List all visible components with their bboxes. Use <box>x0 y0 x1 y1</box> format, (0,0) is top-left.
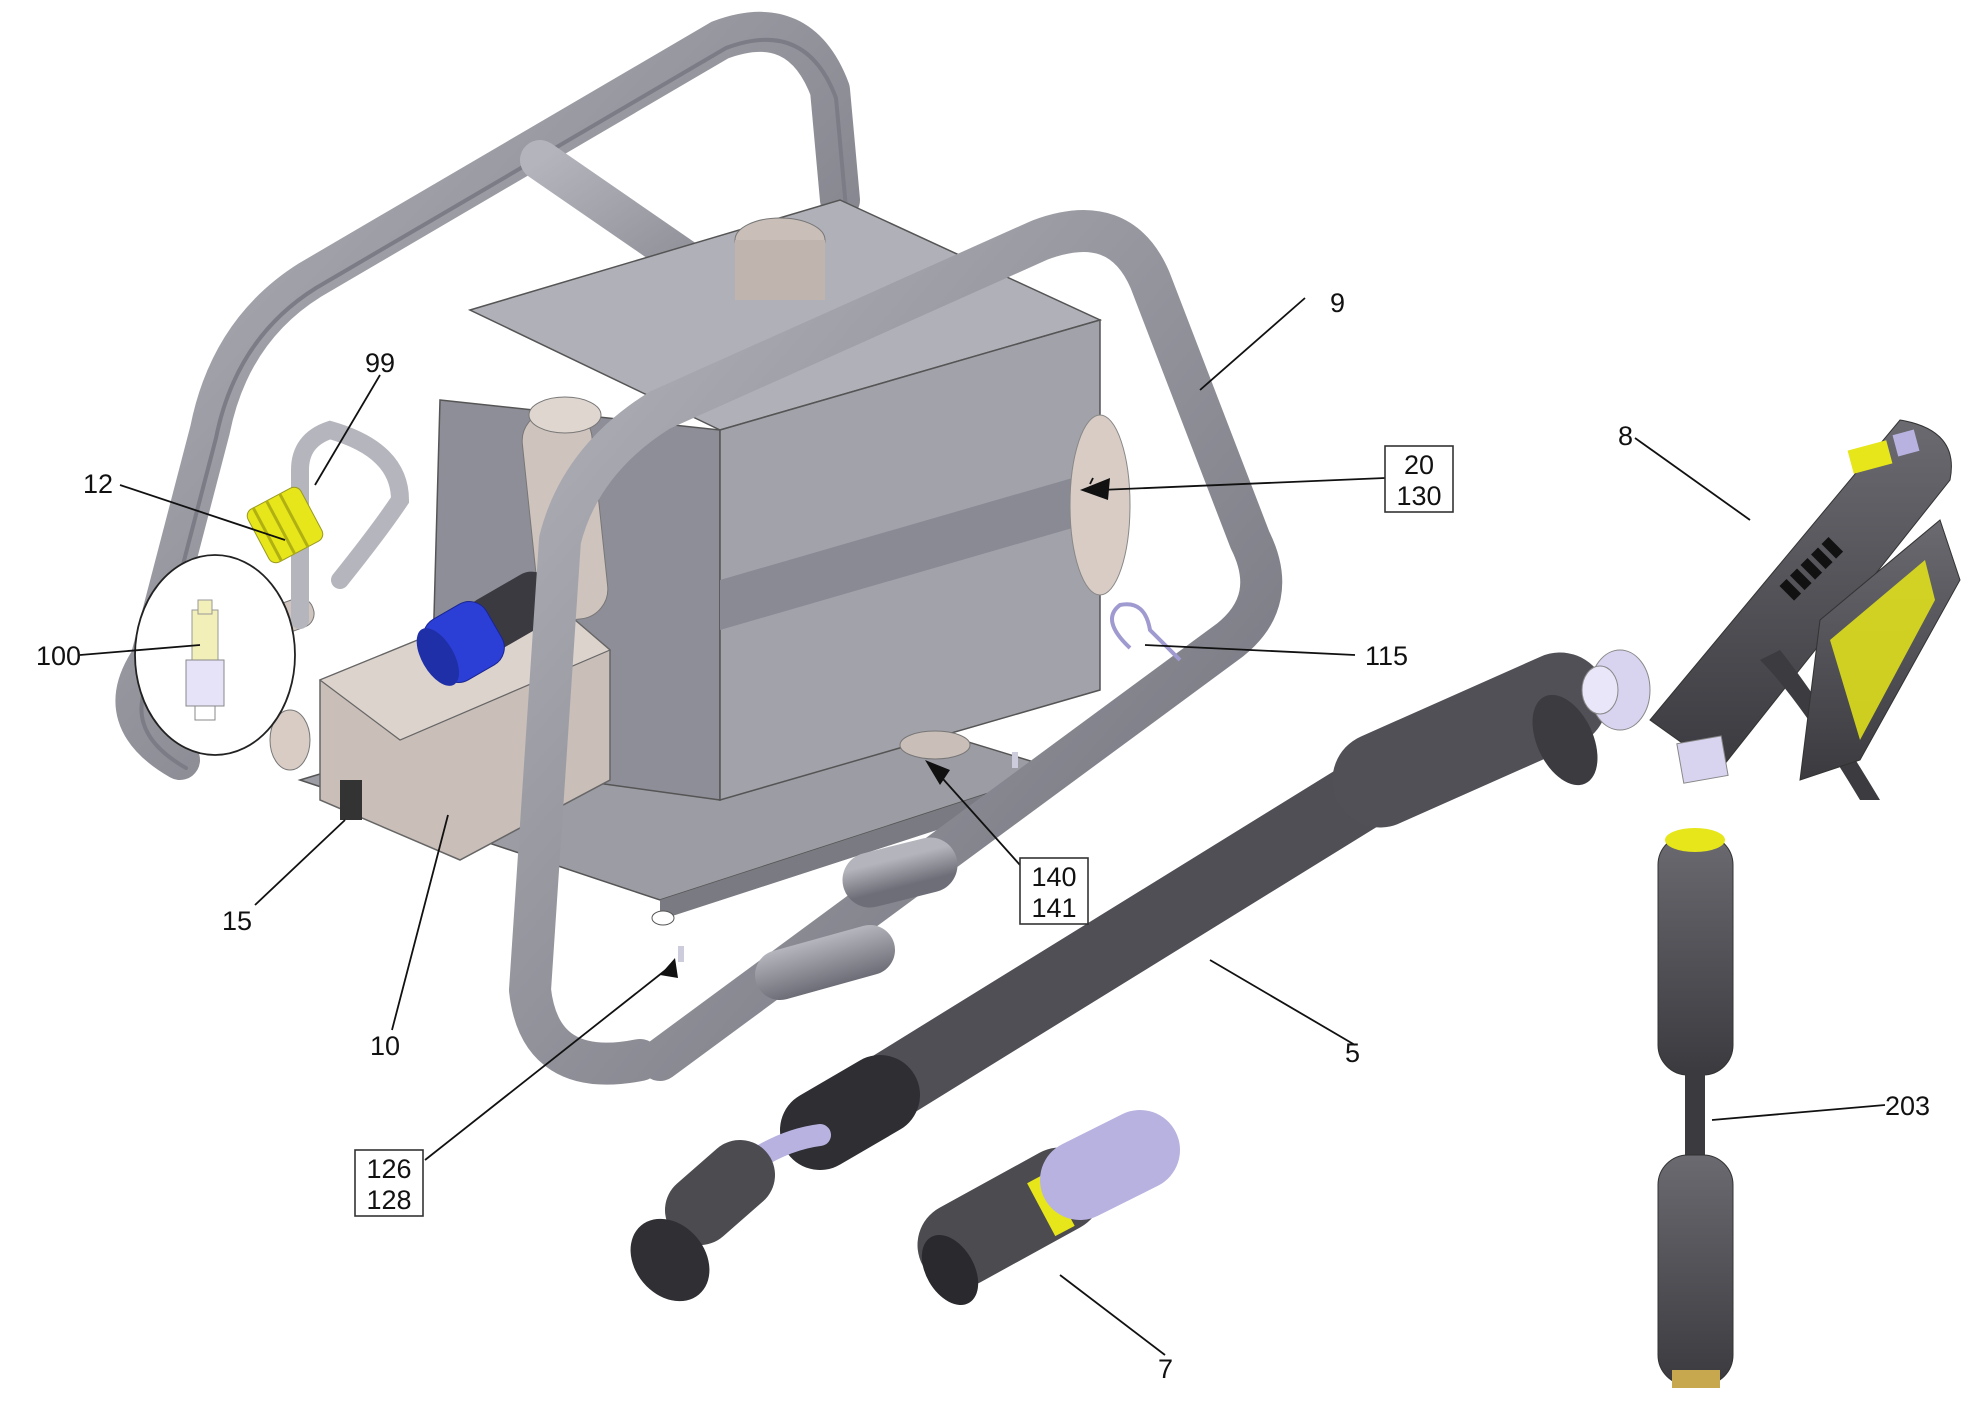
callout-15: 15 <box>222 906 252 936</box>
callout-126: 126 <box>366 1154 411 1184</box>
callout-5: 5 <box>1345 1038 1360 1068</box>
callout-99: 99 <box>365 348 395 378</box>
extension-lance-203 <box>1657 828 1734 1388</box>
nozzle-7 <box>917 1110 1180 1306</box>
callout-141: 141 <box>1031 893 1076 923</box>
leader-lines <box>79 297 1886 1356</box>
base-pin-126-128 <box>678 946 684 962</box>
callout-9: 9 <box>1330 288 1345 318</box>
frame-tube-9 <box>130 210 1283 1085</box>
callout-115: 115 <box>1365 641 1408 671</box>
callout-box-140-141: 140 141 <box>1019 857 1089 925</box>
detail-circle-100 <box>134 554 296 756</box>
callout-8: 8 <box>1618 421 1633 451</box>
callout-20: 20 <box>1404 450 1434 480</box>
callout-box-20-130: 20 130 <box>1384 445 1454 513</box>
callout-12: 12 <box>83 469 113 499</box>
base-pin <box>1012 752 1018 768</box>
bypass-hose-99 <box>291 420 410 629</box>
callout-100: 100 <box>36 641 81 671</box>
callout-128: 128 <box>366 1185 411 1215</box>
callout-7: 7 <box>1158 1354 1173 1384</box>
callout-box-126-128: 126 128 <box>354 1149 424 1217</box>
pump-foot-15 <box>340 780 362 820</box>
callout-203: 203 <box>1885 1091 1930 1121</box>
hose-clip-115 <box>1110 602 1182 662</box>
spray-lance-5 <box>630 652 1608 1302</box>
callout-labels: 9 99 12 100 8 115 15 10 5 203 7 20 130 1… <box>36 288 1930 1384</box>
screw-fitting-12 <box>246 486 324 564</box>
trigger-gun-8: ▮▮▮▮▮ <box>1581 419 1961 800</box>
callout-130: 130 <box>1396 481 1441 511</box>
callout-140: 140 <box>1031 862 1076 892</box>
callout-10: 10 <box>370 1031 400 1061</box>
